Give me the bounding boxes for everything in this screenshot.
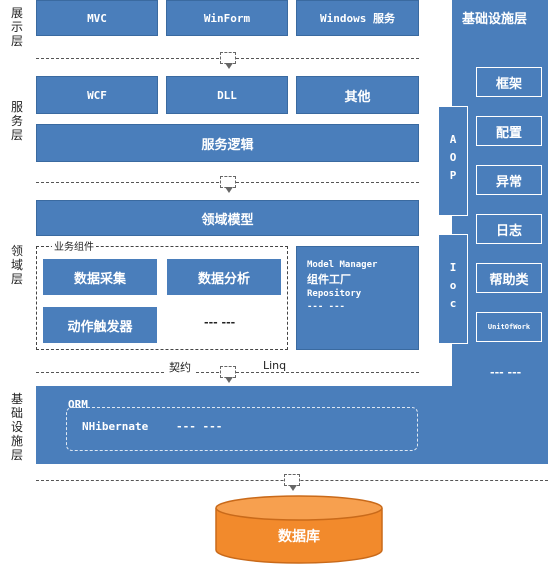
business-components-group xyxy=(36,246,288,350)
action-trigger-box: 动作触发器 xyxy=(42,306,158,344)
dll-box: DLL xyxy=(166,76,288,114)
framework-box: 框架 xyxy=(476,67,542,97)
more-components-text: --- --- xyxy=(204,316,236,329)
service-logic-box: 服务逻辑 xyxy=(36,124,419,162)
down-arrow-icon xyxy=(220,52,236,69)
domain-model-box: 领域模型 xyxy=(36,200,419,236)
unit-of-work-box: UnitOfWork xyxy=(476,312,542,342)
ioc-label: Ioc xyxy=(449,261,457,310)
component-factory-line: 组件工厂 xyxy=(307,273,351,286)
orm-group xyxy=(66,407,418,451)
windows-service-box: Windows 服务 xyxy=(296,0,419,36)
presentation-layer-label: 展示层 xyxy=(10,6,23,48)
database-cylinder xyxy=(215,495,383,564)
nhibernate-label: NHibernate xyxy=(82,420,149,433)
mvc-box: MVC xyxy=(36,0,158,36)
aop-box: AOP xyxy=(438,106,468,216)
other-box: 其他 xyxy=(296,76,419,114)
model-manager-box: Model Manager 组件工厂 Repository --- --- xyxy=(296,246,419,350)
config-box: 配置 xyxy=(476,116,542,146)
more-line: --- --- xyxy=(307,302,345,312)
nhibernate-more-text: --- --- xyxy=(176,420,223,433)
data-collection-box: 数据采集 xyxy=(42,258,158,296)
model-manager-line: Model Manager xyxy=(307,260,378,270)
infrastructure-band xyxy=(36,386,548,464)
down-arrow-icon xyxy=(220,366,236,383)
aop-label: AOP xyxy=(449,133,457,182)
wcf-box: WCF xyxy=(36,76,158,114)
ioc-box: Ioc xyxy=(438,234,468,344)
infrastructure-layer-label: 基础设施层 xyxy=(10,392,23,462)
database-label: 数据库 xyxy=(278,529,320,545)
repository-line: Repository xyxy=(307,289,362,299)
service-layer-label: 服务层 xyxy=(10,100,23,142)
exception-box: 异常 xyxy=(476,165,542,195)
domain-layer-label: 领域层 xyxy=(10,244,23,286)
down-arrow-icon xyxy=(220,176,236,193)
winform-box: WinForm xyxy=(166,0,288,36)
contract-label: 契约 xyxy=(166,359,194,375)
log-box: 日志 xyxy=(476,214,542,244)
linq-label: Linq xyxy=(260,359,290,372)
infrastructure-panel-title: 基础设施层 xyxy=(462,12,528,27)
infra-more-text: --- --- xyxy=(490,366,522,379)
data-analysis-box: 数据分析 xyxy=(166,258,282,296)
down-arrow-icon xyxy=(284,474,300,491)
business-components-label: 业务组件 xyxy=(52,238,96,253)
helper-box: 帮助类 xyxy=(476,263,542,293)
